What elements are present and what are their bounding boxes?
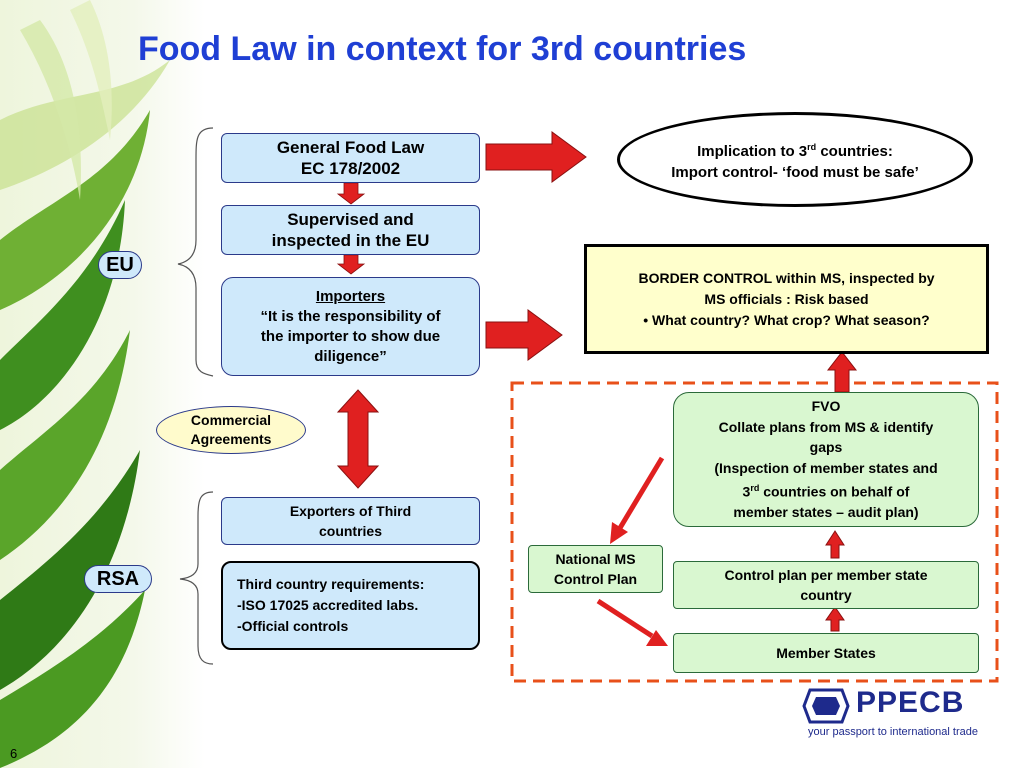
controlplan-line2: country [800,587,852,603]
implication-oval: Implication to 3rd countries: Import con… [617,112,973,207]
exporters-box: Exporters of Third countries [221,497,480,545]
importers-line2: the importer to show due [260,327,441,345]
exporters-line1: Exporters of Third [289,503,412,519]
third-line1: Third country requirements: [237,576,425,592]
gfl-line1: General Food Law [276,138,425,157]
border-line1: BORDER CONTROL within MS, inspected by [638,269,935,286]
rsa-tag: RSA [84,565,152,593]
fvo-line5: 3rd countries on behalf of [742,483,910,500]
implication-line2: Import control- ‘food must be safe’ [671,163,919,181]
logo-tagline: your passport to international trade [808,726,978,738]
fvo-box: FVO Collate plans from MS & identify gap… [673,392,979,527]
supervised-line2: inspected in the EU [271,231,430,250]
border-control-box: BORDER CONTROL within MS, inspected by M… [584,244,989,354]
importers-line1: “It is the responsibility of [260,307,441,325]
controlplan-line1: Control plan per member state [724,567,928,583]
commercial-line1: Commercial [190,412,272,428]
slide-number: 6 [10,746,18,761]
ppecb-logo: PPECB your passport to international tra… [802,686,1002,746]
fvo-line1: FVO [811,398,841,415]
arrow-gfl-to-implication [485,131,587,183]
exporters-line2: countries [318,523,382,539]
third-country-requirements-box: Third country requirements: -ISO 17025 a… [221,561,480,650]
eu-tag: EU [98,251,142,279]
importers-line3: diligence” [314,347,387,365]
gfl-line2: EC 178/2002 [300,159,401,178]
eu-brace [177,127,214,377]
general-food-law-box: General Food Law EC 178/2002 [221,133,480,183]
arrow-national-to-memberstates [596,598,668,646]
ppecb-logo-icon [802,688,850,724]
commercial-agreements-oval: Commercial Agreements [156,406,306,454]
fvo-line3: gaps [809,439,843,456]
commercial-line2: Agreements [190,431,272,447]
national-line2: Control Plan [553,571,638,587]
importers-box: Importers “It is the responsibility of t… [221,277,480,376]
arrow-memberstates-to-controlplan [825,606,845,632]
importers-heading: Importers [315,287,386,305]
page-title: Food Law in context for 3rd countries [138,30,747,68]
border-line3: • What country? What crop? What season? [643,311,930,328]
member-states-box: Member States [673,633,979,673]
logo-name: PPECB [856,686,965,719]
arrow-controlplan-to-fvo [825,530,845,559]
border-line2: MS officials : Risk based [704,290,869,307]
rsa-brace [179,491,214,665]
third-line3: -Official controls [237,618,349,634]
fvo-line4: (Inspection of member states and [714,459,938,476]
arrow-fvo-to-border [826,351,858,393]
supervised-line1: Supervised and [287,210,414,229]
implication-line1: Implication to 3rd countries: [697,141,893,160]
third-line2: -ISO 17025 accredited labs. [237,597,419,613]
supervised-box: Supervised and inspected in the EU [221,205,480,255]
fvo-line2: Collate plans from MS & identify [718,418,934,435]
double-arrow-importers-exporters [336,389,380,489]
control-plan-box: Control plan per member state country [673,561,979,609]
fvo-line6: member states – audit plan) [733,504,919,521]
national-ms-box: National MS Control Plan [528,545,663,593]
ms-dashed-region [510,381,999,683]
arrow-fvo-to-national [610,456,665,544]
arrow-importers-to-border [485,309,563,361]
national-line1: National MS [555,551,636,567]
arrow-gfl-to-supervised [336,182,366,205]
arrow-supervised-to-importers [336,254,366,275]
